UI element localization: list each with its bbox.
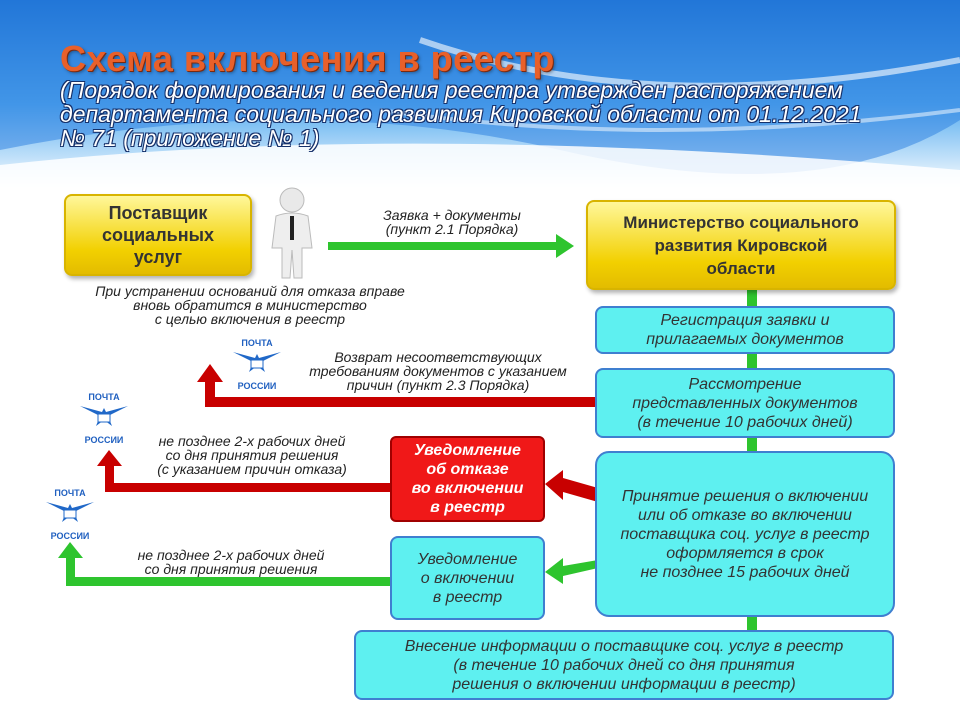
arrow-application [328, 234, 574, 258]
bird-icon [80, 406, 128, 426]
bird-icon [46, 502, 94, 522]
arrow-refusal-post [97, 450, 391, 492]
refusal-notice-box: Уведомление об отказе во включении в рее… [390, 436, 545, 522]
russian-post-logo: ПОЧТА РОССИИ [76, 392, 132, 448]
inclusion-notice-box: Уведомление о включении в реестр [390, 536, 545, 620]
russian-post-logo: ПОЧТА РОССИИ [229, 338, 285, 394]
note-return: Возврат несоответствующих требованиям до… [309, 349, 567, 393]
note-reapply: При устранении оснований для отказа впра… [95, 283, 405, 327]
post-logo-bottom: РОССИИ [237, 381, 277, 391]
post-logo-top: ПОЧТА [241, 338, 273, 348]
arrow-to-inclusion [545, 558, 598, 584]
post-logo-top: ПОЧТА [54, 488, 86, 498]
review-box: Рассмотрение представленных документов (… [595, 368, 895, 438]
arrow-to-refusal [545, 470, 598, 502]
page-subtitle: (Порядок формирования и ведения реестра … [60, 77, 862, 151]
registry-entry-box: Внесение информации о поставщике соц. ус… [354, 630, 894, 700]
russian-post-logo: ПОЧТА РОССИИ [42, 488, 98, 544]
arrow-inclusion-post [58, 542, 391, 586]
page-title: Схема включения в реестр [60, 38, 555, 79]
provider-box: Поставщик социальных услуг [64, 194, 252, 276]
bird-icon [233, 352, 281, 372]
decision-box: Принятие решения о включении или об отка… [595, 451, 895, 617]
note-inclusion-term: не позднее 2-х рабочих дней со дня приня… [137, 547, 325, 577]
post-logo-bottom: РОССИИ [84, 435, 124, 445]
note-refusal-term: не позднее 2-х рабочих дней со дня приня… [157, 433, 347, 477]
person-icon [271, 187, 313, 279]
ministry-box: Министерство социального развития Кировс… [586, 200, 896, 290]
registration-box: Регистрация заявки и прилагаемых докумен… [595, 306, 895, 354]
note-application: Заявка + документы (пункт 2.1 Порядка) [383, 207, 521, 237]
post-logo-bottom: РОССИИ [50, 531, 90, 541]
post-logo-top: ПОЧТА [88, 392, 120, 402]
arrow-return [197, 364, 598, 407]
